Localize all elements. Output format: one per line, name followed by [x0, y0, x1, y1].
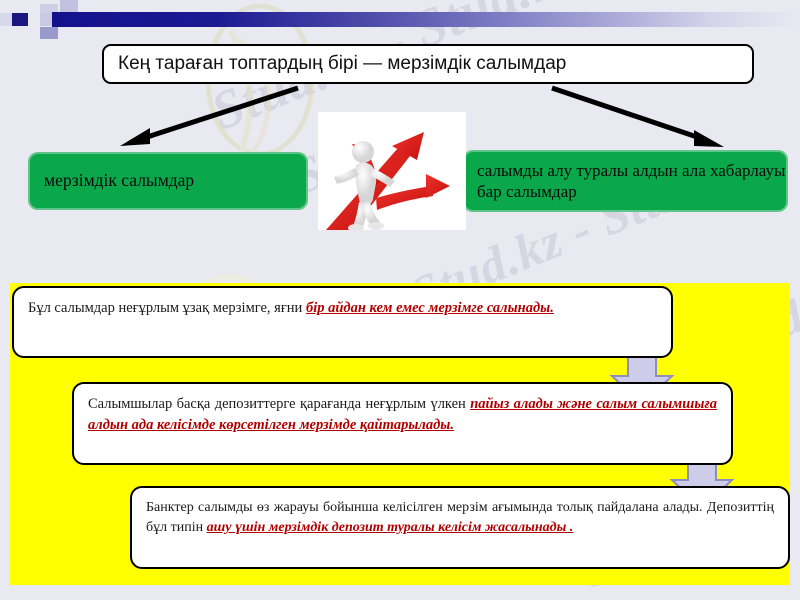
category-label-left: мерзімдік салымдар — [44, 170, 195, 191]
page-title: Кең тараған топтардың бірі — мерзімдік с… — [118, 52, 567, 74]
fact-3-plain: Банктер салымды өз жарауы бойынша келісі… — [146, 500, 774, 536]
fact-1-plain: Бұл салымдар неғұрлым ұзақ мерзімге, яғн… — [28, 300, 306, 316]
category-box-right[interactable]: салымды алу туралы алдын ала хабарлауы б… — [463, 150, 788, 212]
header-square — [40, 4, 58, 14]
header-gradient-bar — [52, 12, 800, 27]
fact-1-highlight: бір айдан кем емес мерзімге салынады. — [305, 300, 554, 316]
fact-box-2: Салымшылар басқа депозиттерге қарағанда … — [72, 382, 733, 465]
person-on-red-branching-arrows-icon — [318, 112, 466, 230]
arrow-to-right-category-icon — [551, 85, 724, 147]
header-square — [0, 13, 12, 26]
fact-2-highlight: пайыз алады және салым салымшыға алдын а… — [88, 396, 717, 434]
slide-title-box: Кең тараған топтардың бірі — мерзімдік с… — [102, 44, 754, 84]
arrow-to-left-category-icon — [120, 85, 299, 146]
fact-box-1: Бұл салымдар неғұрлым ұзақ мерзімге, яғн… — [12, 286, 673, 358]
header-square — [12, 13, 28, 26]
header-square — [40, 27, 58, 39]
header-square — [60, 0, 78, 14]
decorative-header-bar — [0, 0, 800, 39]
fact-box-3: Банктер салымды өз жарауы бойынша келісі… — [130, 486, 790, 569]
fact-2-plain: Салымшылар басқа депозиттерге қарағанда … — [88, 396, 471, 412]
fact-3-highlight: ашу үшін мерзімдік депозит туралы келісі… — [206, 520, 574, 536]
category-label-right: салымды алу туралы алдын ала хабарлауы б… — [477, 160, 786, 201]
category-box-left[interactable]: мерзімдік салымдар — [28, 152, 308, 210]
